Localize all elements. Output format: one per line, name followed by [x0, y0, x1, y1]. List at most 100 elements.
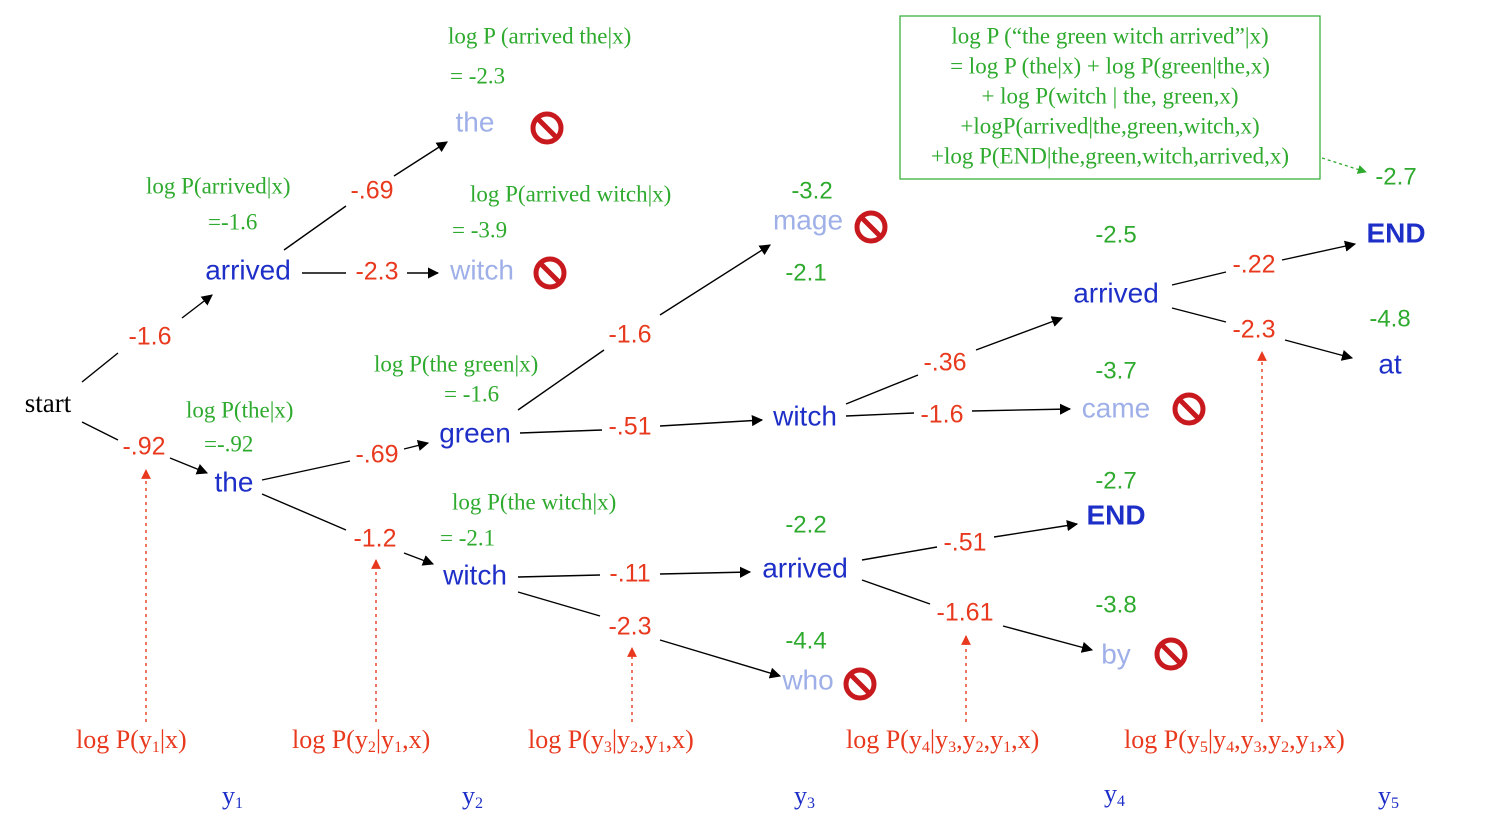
step-pointer-arrows	[141, 351, 1267, 722]
timestep-1: y1	[222, 781, 243, 812]
score-mage: -3.2	[791, 177, 832, 204]
edge-line-arrived3-end	[861, 546, 938, 561]
timestep-4: y4	[1104, 779, 1125, 810]
edge-line-the-green-2	[403, 440, 430, 451]
node-arrived-4: arrived	[1073, 277, 1159, 308]
edge-line-green-witch-2	[659, 415, 764, 427]
edge-arrived3-by: -1.61	[937, 599, 994, 627]
formula-line-3: + log P(witch | the, green,x)	[981, 83, 1238, 108]
node-arrived-3: arrived	[762, 552, 848, 583]
node-came: came	[1082, 392, 1150, 423]
annotation-arrived-1: log P(arrived|x)	[146, 173, 290, 198]
node-the-1: the	[215, 466, 254, 497]
formula-line-4: +logP(arrived|the,green,witch,x)	[960, 113, 1259, 138]
edge-line-arrived3-by	[861, 579, 931, 605]
edge-line-arrived4-at-2	[1284, 339, 1354, 361]
edge-line-witch3-arrived	[845, 374, 919, 405]
step-labels: log P(y1|x) log P(y2|y1,x) log P(y3|y2,y…	[76, 725, 1345, 756]
score-arrived3: -2.2	[785, 511, 826, 538]
edge-line-witch3-arrived-2	[975, 316, 1064, 351]
annotation-the-green-1: log P(the green|x)	[374, 351, 538, 376]
annotation-the-green-2: = -1.6	[444, 381, 499, 406]
annotation-the-2: =-.92	[204, 431, 253, 456]
prohibited-icon	[857, 213, 885, 241]
annotation-arrived-the-1: log P (arrived the|x)	[448, 23, 631, 48]
edge-line-witch3-came-2	[971, 403, 1072, 415]
edge-line-arrived-the	[283, 205, 347, 251]
node-the-pruned: the	[456, 106, 495, 137]
prohibited-icon	[536, 259, 564, 287]
node-witch-3: witch	[772, 400, 837, 431]
prohibited-icon	[533, 114, 561, 142]
formula-pointer-arrow	[1321, 157, 1367, 174]
node-witch-2: witch	[442, 559, 507, 590]
edge-line-start-the	[81, 421, 119, 441]
node-start: start	[25, 388, 72, 418]
node-end-4: END	[1086, 499, 1145, 530]
node-by: by	[1101, 638, 1131, 669]
node-arrived-1: arrived	[205, 254, 291, 285]
edge-line-arrived3-end-2	[993, 520, 1079, 538]
score-who: -4.4	[785, 627, 826, 654]
score-end5: -2.7	[1375, 163, 1416, 190]
edge-start-the: -.92	[122, 433, 165, 461]
annotation-the-witch-2: = -2.1	[440, 525, 495, 550]
edge-arrived4-at: -2.3	[1232, 316, 1275, 344]
node-green: green	[439, 417, 511, 448]
step-label-2: log P(y2|y1,x)	[292, 725, 430, 756]
node-witch-pruned: witch	[449, 254, 514, 285]
edge-line-green-witch	[519, 429, 603, 434]
edge-witch-arrived: -.11	[609, 560, 650, 588]
node-at: at	[1378, 348, 1402, 379]
annotation-the-witch-1: log P(the witch|x)	[452, 489, 616, 514]
edge-line-the-witch	[261, 493, 347, 531]
score-green-step: -2.1	[785, 259, 826, 286]
annotation-arrived-witch-1: log P(arrived witch|x)	[470, 181, 671, 206]
edge-line-arrived3-by-2	[1002, 625, 1094, 653]
edge-green-witch: -.51	[608, 413, 651, 441]
annotation-the-1: log P(the|x)	[186, 397, 293, 422]
scores: -3.2 -2.1 -2.5 -2.7 -4.8 -3.7 -2.7 -2.2 …	[785, 163, 1416, 654]
annotations: log P (arrived the|x) = -2.3 log P(arriv…	[146, 23, 671, 550]
edge-green-mage: -1.6	[608, 321, 651, 349]
edge-arrived-the: -.69	[350, 177, 393, 205]
nodes: start arrived the the witch green witch …	[25, 106, 1426, 695]
edge-line-green-mage	[517, 349, 605, 411]
score-arrived4: -2.5	[1095, 221, 1136, 248]
edge-line-start-the-2	[169, 457, 209, 475]
edge-line-arrived-the-2	[393, 141, 448, 177]
edge-line-arrived4-end	[1171, 271, 1227, 286]
edge-witch-who: -2.3	[608, 613, 651, 641]
prohibited-icon	[1175, 395, 1203, 423]
timestep-labels: y1 y2 y3 y4 y5	[222, 779, 1399, 812]
edge-line-witch-arrived-2	[659, 566, 752, 578]
edge-witch3-arrived: -.36	[923, 349, 966, 377]
annotation-arrived-witch-2: = -3.9	[452, 217, 507, 242]
formula-line-2: = log P (the|x) + log P(green|the,x)	[950, 53, 1270, 78]
edge-arrived-witch: -2.3	[355, 258, 398, 286]
edge-line-witch-who-2	[659, 639, 782, 679]
edge-arrived3-end: -.51	[943, 529, 986, 557]
edge-witch3-came: -1.6	[920, 401, 963, 429]
edge-arrived4-end: -.22	[1232, 251, 1275, 279]
edge-line-arrived4-at	[1171, 307, 1227, 323]
step-label-4: log P(y4|y3,y2,y1,x)	[846, 725, 1039, 756]
timestep-2: y2	[462, 781, 483, 812]
edge-line-witch-arrived	[517, 574, 601, 578]
edge-the-witch: -1.2	[353, 525, 396, 553]
prohibited-icon	[846, 670, 874, 698]
annotation-arrived-the-2: = -2.3	[450, 63, 505, 88]
edge-line-start-arrived-2	[181, 294, 213, 319]
formula-lines: log P (“the green witch arrived”|x) = lo…	[931, 23, 1289, 168]
timestep-5: y5	[1378, 781, 1399, 812]
edge-line-start-arrived	[81, 352, 119, 383]
formula-line-5: +log P(END|the,green,witch,arrived,x)	[931, 143, 1289, 168]
formula-line-1: log P (“the green witch arrived”|x)	[951, 23, 1268, 48]
edge-labels: -1.6 -.92 -.69 -2.3 -.69 -1.2 -1.6 -.51 …	[122, 177, 1275, 641]
timestep-3: y3	[794, 781, 815, 812]
edge-line-witch3-came	[845, 412, 915, 417]
score-end4: -2.7	[1095, 467, 1136, 494]
formula-box	[899, 15, 1321, 180]
node-end-5: END	[1366, 217, 1425, 248]
